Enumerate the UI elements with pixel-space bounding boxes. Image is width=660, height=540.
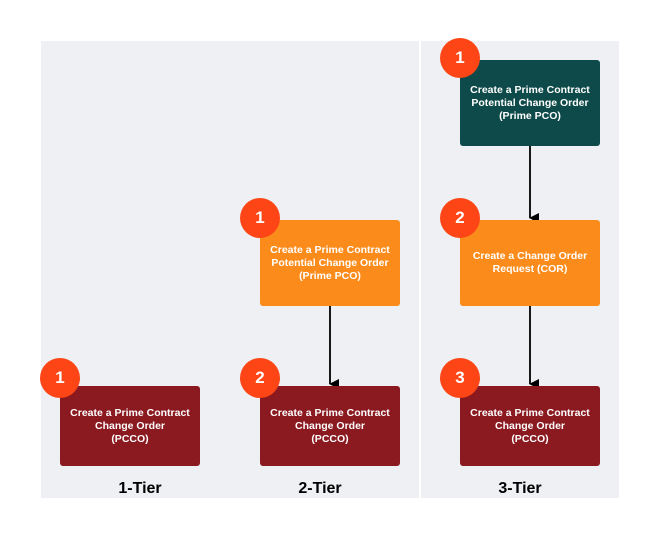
step-number-badge: 1 [40,358,80,398]
step-number-badge: 1 [440,38,480,78]
step-number-badge: 2 [240,358,280,398]
step-box-text: Create a Prime Contract Change Order (PC… [270,406,390,445]
step-box-pcco: Create a Prime Contract Change Order (PC… [260,386,400,466]
step-box-prime-pco: Create a Prime Contract Potential Change… [260,220,400,306]
tier-label: 1-Tier [118,480,162,497]
step-number-badge: 1 [240,198,280,238]
step-box-prime-pco: Create a Prime Contract Potential Change… [460,60,600,146]
step-number-badge: 3 [440,358,480,398]
step-box-pcco: Create a Prime Contract Change Order (PC… [60,386,200,466]
step-box-text: Create a Change Order Request (COR) [472,250,588,275]
tier-label: 3-Tier [498,480,542,497]
step-number-badge: 2 [440,198,480,238]
step-box-text: Create a Prime Contract Potential Change… [470,83,590,122]
tier-label: 2-Tier [298,480,342,497]
step-box-pcco: Create a Prime Contract Change Order (PC… [460,386,600,466]
step-box-text: Create a Prime Contract Potential Change… [270,243,390,282]
step-box-text: Create a Prime Contract Change Order (PC… [470,406,590,445]
step-box-cor: Create a Change Order Request (COR) [460,220,600,306]
step-box-text: Create a Prime Contract Change Order (PC… [70,406,190,445]
